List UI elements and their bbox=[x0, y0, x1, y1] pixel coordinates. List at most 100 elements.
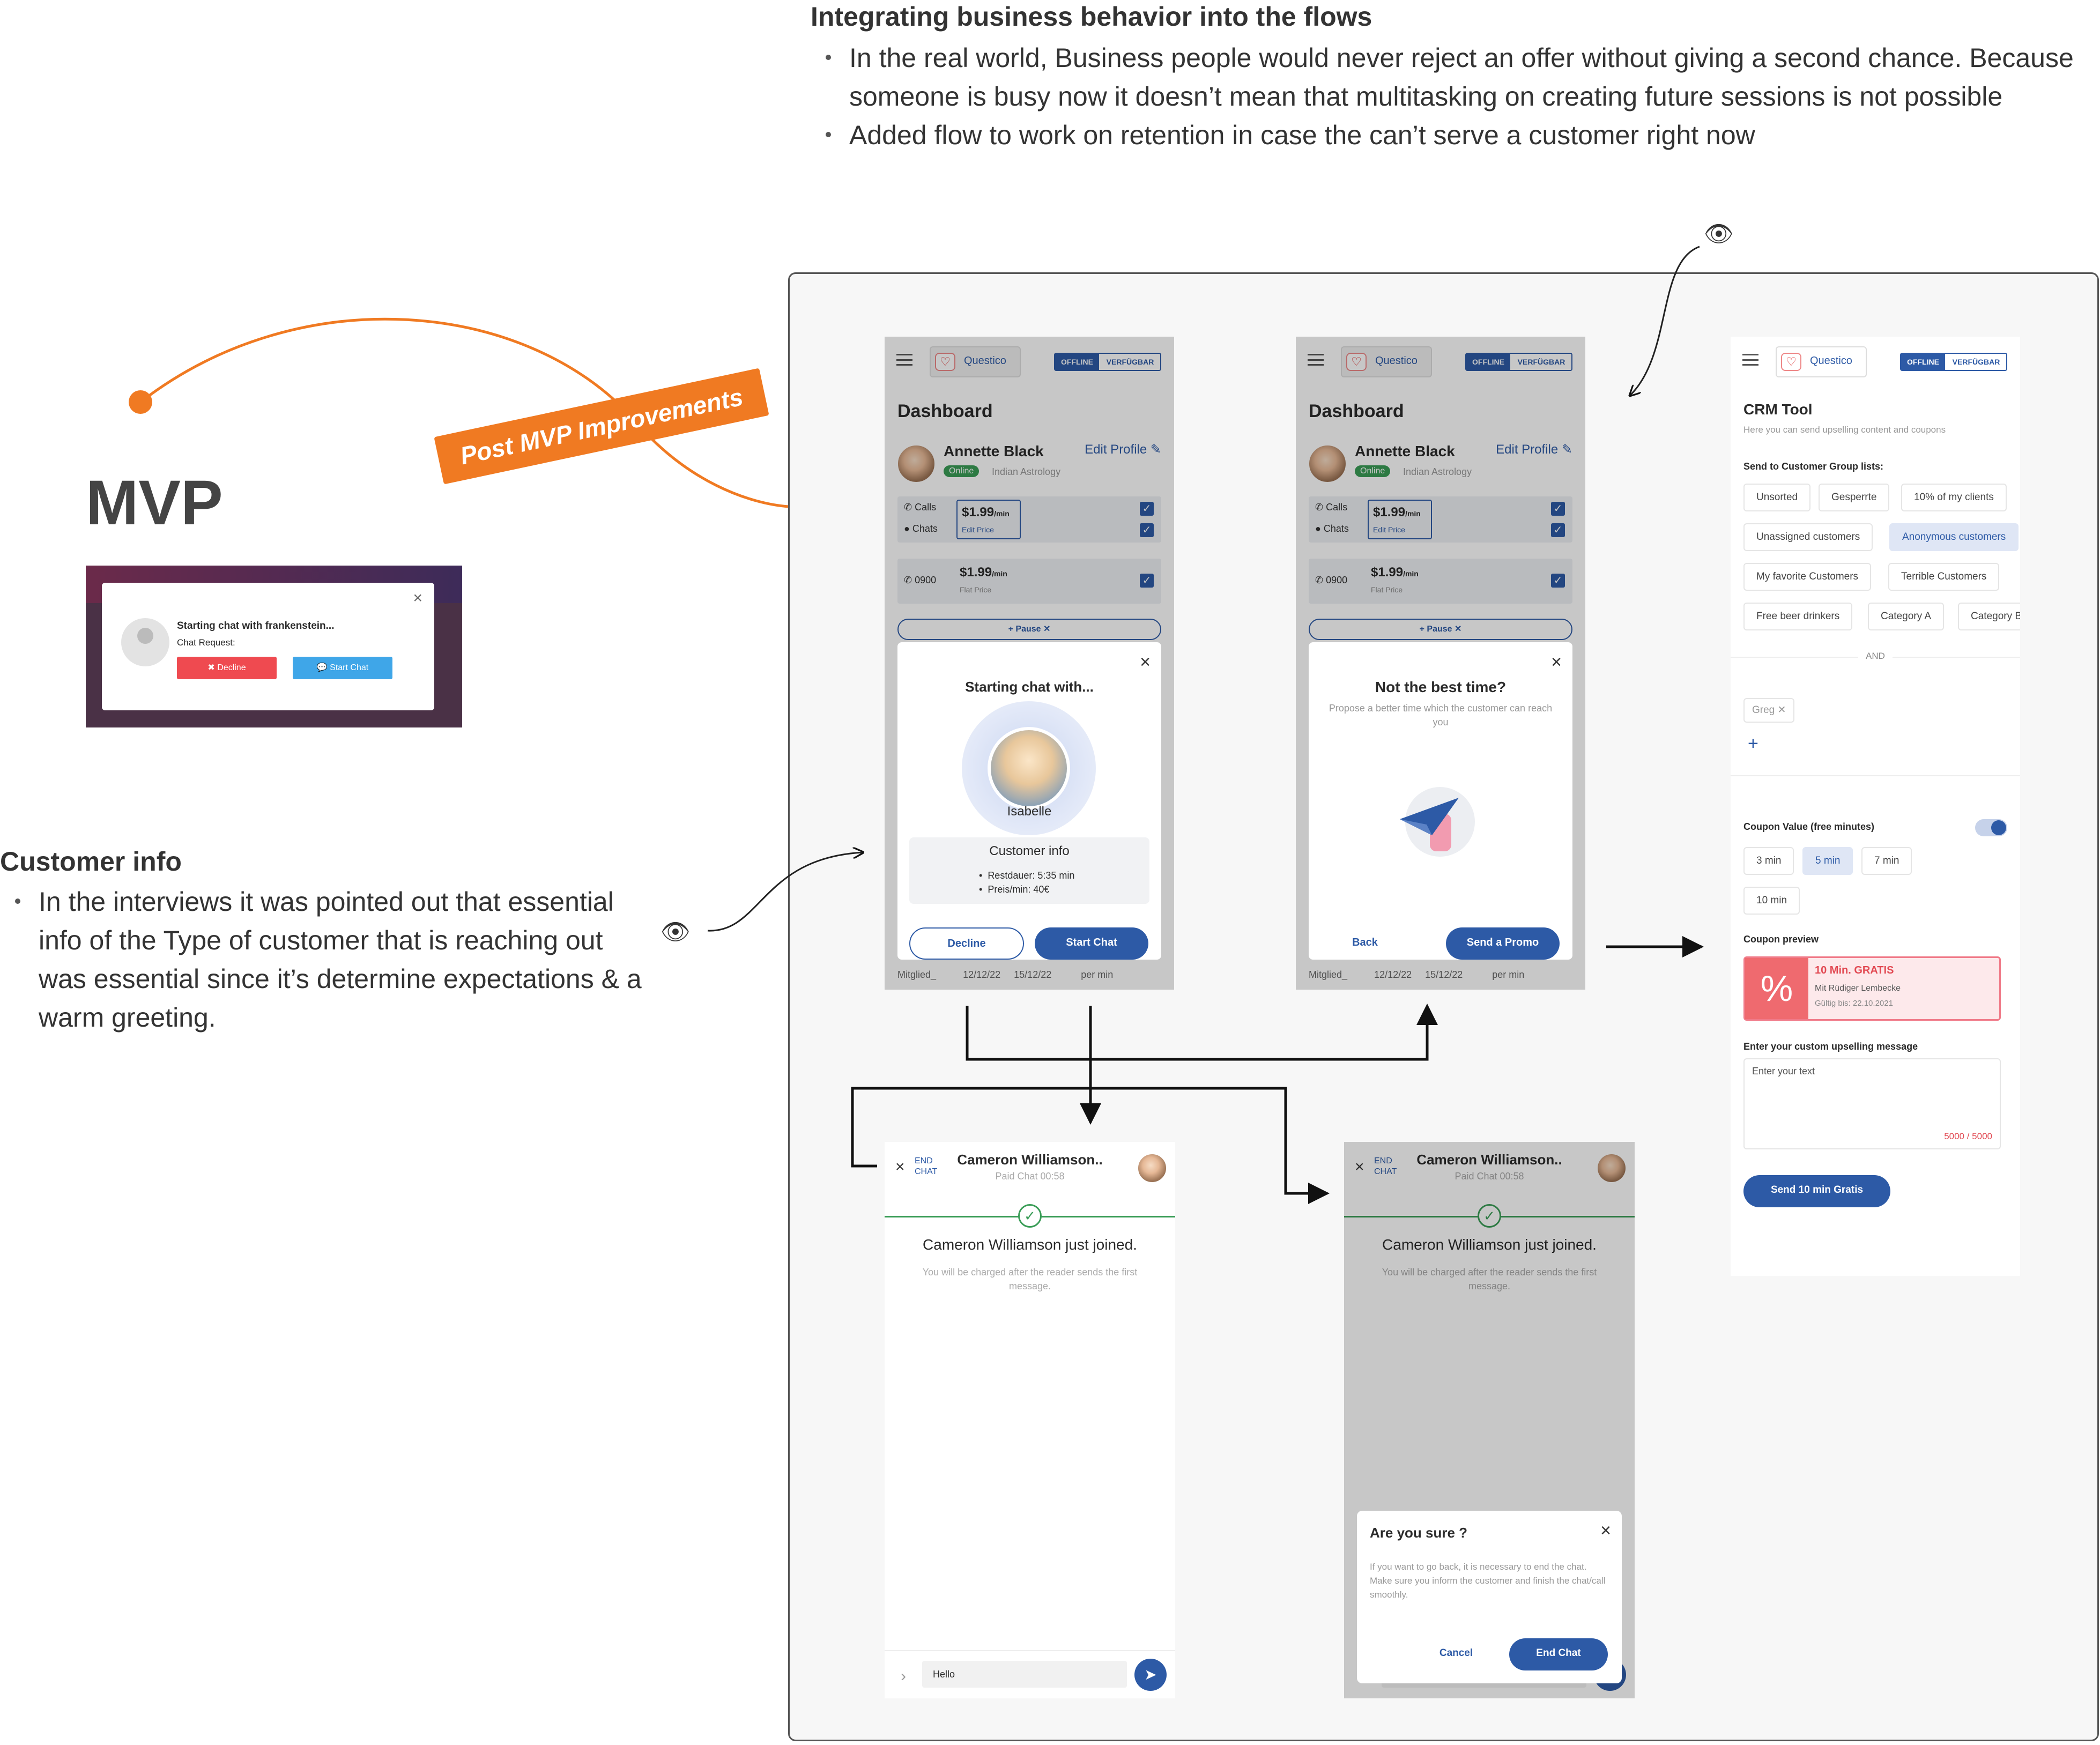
edit-profile-label: Edit Profile bbox=[1085, 442, 1147, 457]
decline-button[interactable]: ✖ Decline bbox=[177, 657, 277, 679]
flat-price-value: $1.99/min bbox=[960, 565, 1007, 580]
end-chat-button[interactable]: End Chat bbox=[1509, 1638, 1608, 1670]
and-label: AND bbox=[1731, 651, 2020, 662]
toggle-offline[interactable]: OFFLINE bbox=[1466, 354, 1510, 370]
status-toggle[interactable]: OFFLINE VERFÜGBAR bbox=[1900, 353, 2007, 371]
menu-icon[interactable] bbox=[1308, 354, 1324, 366]
coupon-toggle[interactable] bbox=[1975, 819, 2007, 836]
status-toggle[interactable]: OFFLINE VERFÜGBAR bbox=[1465, 353, 1572, 371]
send-promo-button[interactable]: Send a Promo bbox=[1446, 927, 1560, 960]
group-chip[interactable]: My favorite Customers bbox=[1743, 563, 1872, 591]
chats-checkbox[interactable]: ✓ bbox=[1140, 523, 1154, 537]
modal-subtitle: Propose a better time which the customer… bbox=[1329, 703, 1553, 727]
percent-icon: % bbox=[1745, 958, 1808, 1019]
coupon-value-chip[interactable]: 10 min bbox=[1743, 887, 1800, 915]
profile-name: Annette Black bbox=[1355, 443, 1455, 459]
chats-label: ● Chats bbox=[904, 523, 938, 534]
pause-button[interactable]: + Pause ✕ bbox=[1309, 619, 1572, 640]
close-icon[interactable]: × bbox=[1355, 1158, 1364, 1176]
message-textarea[interactable]: Enter your text 5000 / 5000 bbox=[1743, 1058, 2001, 1149]
coupon-value-chip-selected[interactable]: 5 min bbox=[1802, 847, 1853, 875]
price-box[interactable]: $1.99/min Edit Price bbox=[1368, 500, 1432, 539]
page-title: Dashboard bbox=[897, 401, 993, 421]
toggle-offline[interactable]: OFFLINE bbox=[1901, 354, 1945, 370]
coupon-preview-label: Coupon preview bbox=[1743, 934, 1819, 945]
edit-profile-link[interactable]: Edit Profile ✎ bbox=[1496, 442, 1572, 457]
chat-timer: Paid Chat 00:58 bbox=[1455, 1171, 1524, 1182]
intro-title: Integrating business behavior into the f… bbox=[811, 2, 1372, 32]
group-chip[interactable]: Unsorted bbox=[1743, 484, 1811, 511]
coupon-value-chip[interactable]: 3 min bbox=[1743, 847, 1794, 875]
groups-label: Send to Customer Group lists: bbox=[1743, 461, 1884, 472]
back-button[interactable]: Back bbox=[1352, 937, 1378, 948]
chat-screen: × END CHAT Cameron Williamson.. Paid Cha… bbox=[885, 1142, 1175, 1698]
avatar bbox=[1308, 444, 1347, 484]
chevron-right-icon[interactable]: › bbox=[901, 1667, 906, 1685]
coupon-title: 10 Min. GRATIS bbox=[1815, 964, 1894, 976]
close-icon[interactable]: × bbox=[1551, 652, 1562, 672]
cancel-button[interactable]: Cancel bbox=[1439, 1647, 1473, 1659]
group-chip[interactable]: Category A bbox=[1868, 603, 1944, 630]
close-icon[interactable]: × bbox=[895, 1158, 905, 1176]
pricing-row-calls-chats: ✆ Calls ● Chats $1.99/min Edit Price ✓ ✓ bbox=[897, 496, 1161, 543]
group-chip[interactable]: Unassigned customers bbox=[1743, 523, 1873, 551]
group-chip-selected[interactable]: Anonymous customers bbox=[1889, 523, 2019, 551]
group-chip[interactable]: Gesperrte bbox=[1819, 484, 1890, 511]
edit-price-link[interactable]: Edit Price bbox=[1373, 525, 1405, 534]
group-chip[interactable]: 10% of my clients bbox=[1901, 484, 2007, 511]
customer-info-card: Customer info • Restdauer: 5:35 min • Pr… bbox=[909, 837, 1149, 904]
info-item: • Preis/min: 40€ bbox=[979, 884, 1050, 895]
send-icon[interactable]: ➤ bbox=[1134, 1659, 1167, 1691]
tag-chip[interactable]: Greg ✕ bbox=[1743, 698, 1795, 723]
category-label: Indian Astrology bbox=[1403, 466, 1472, 477]
group-chip[interactable]: Category B bbox=[1958, 603, 2020, 630]
confirm-modal: Are you sure ? × If you want to go back,… bbox=[1357, 1511, 1622, 1683]
send-coupon-button[interactable]: Send 10 min Gratis bbox=[1743, 1175, 1890, 1207]
close-icon[interactable]: × bbox=[413, 589, 422, 607]
0900-checkbox[interactable]: ✓ bbox=[1140, 574, 1154, 588]
heart-icon: ♡ bbox=[1781, 353, 1801, 371]
toggle-available[interactable]: VERFÜGBAR bbox=[1106, 358, 1154, 366]
toggle-offline[interactable]: OFFLINE bbox=[1055, 354, 1099, 370]
start-chat-button[interactable]: 💬 Start Chat bbox=[293, 657, 392, 679]
decline-button[interactable]: Decline bbox=[909, 927, 1024, 960]
toggle-available[interactable]: VERFÜGBAR bbox=[1952, 358, 2000, 366]
toggle-available[interactable]: VERFÜGBAR bbox=[1517, 358, 1565, 366]
chats-checkbox[interactable]: ✓ bbox=[1551, 523, 1565, 537]
calls-checkbox[interactable]: ✓ bbox=[1140, 502, 1154, 516]
0900-checkbox[interactable]: ✓ bbox=[1551, 574, 1565, 588]
coupon-value-chip[interactable]: 7 min bbox=[1861, 847, 1912, 875]
mvp-dialog-subtitle: Chat Request: bbox=[177, 637, 235, 648]
coupon-valid: Gültig bis: 22.10.2021 bbox=[1815, 999, 1893, 1008]
menu-icon[interactable] bbox=[896, 354, 912, 366]
pause-button[interactable]: + Pause ✕ bbox=[897, 619, 1161, 640]
end-chat-link[interactable]: END CHAT bbox=[1374, 1156, 1397, 1176]
phone-prefix: ✆ 0900 bbox=[904, 575, 937, 585]
close-icon[interactable]: × bbox=[1600, 1520, 1611, 1541]
status-toggle[interactable]: OFFLINE VERFÜGBAR bbox=[1054, 353, 1161, 371]
group-chip[interactable]: Free beer drinkers bbox=[1743, 603, 1853, 630]
message-placeholder: Enter your text bbox=[1752, 1066, 1815, 1076]
page-title: Dashboard bbox=[1309, 401, 1404, 421]
start-chat-button[interactable]: Start Chat bbox=[1035, 927, 1148, 960]
avatar bbox=[988, 727, 1070, 810]
calls-checkbox[interactable]: ✓ bbox=[1551, 502, 1565, 516]
menu-icon[interactable] bbox=[1742, 354, 1758, 366]
close-icon[interactable]: × bbox=[1140, 652, 1151, 672]
eye-icon: 👁 bbox=[1704, 221, 1734, 247]
message-input[interactable]: Hello bbox=[922, 1661, 1127, 1688]
calls-label: ✆ Calls bbox=[1315, 502, 1348, 513]
add-icon[interactable]: + bbox=[1748, 733, 1758, 754]
edit-profile-link[interactable]: Edit Profile ✎ bbox=[1085, 442, 1161, 457]
check-icon: ✓ bbox=[1018, 1204, 1042, 1228]
end-chat-link[interactable]: END CHAT bbox=[915, 1156, 938, 1176]
edit-price-link[interactable]: Edit Price bbox=[962, 525, 994, 534]
logo-text: Questico bbox=[1375, 355, 1418, 367]
group-chip[interactable]: Terrible Customers bbox=[1888, 563, 2000, 591]
coupon-value-label: Coupon Value (free minutes) bbox=[1743, 821, 1875, 832]
price-box[interactable]: $1.99/min Edit Price bbox=[956, 500, 1021, 539]
chat-timer: Paid Chat 00:58 bbox=[995, 1171, 1065, 1182]
